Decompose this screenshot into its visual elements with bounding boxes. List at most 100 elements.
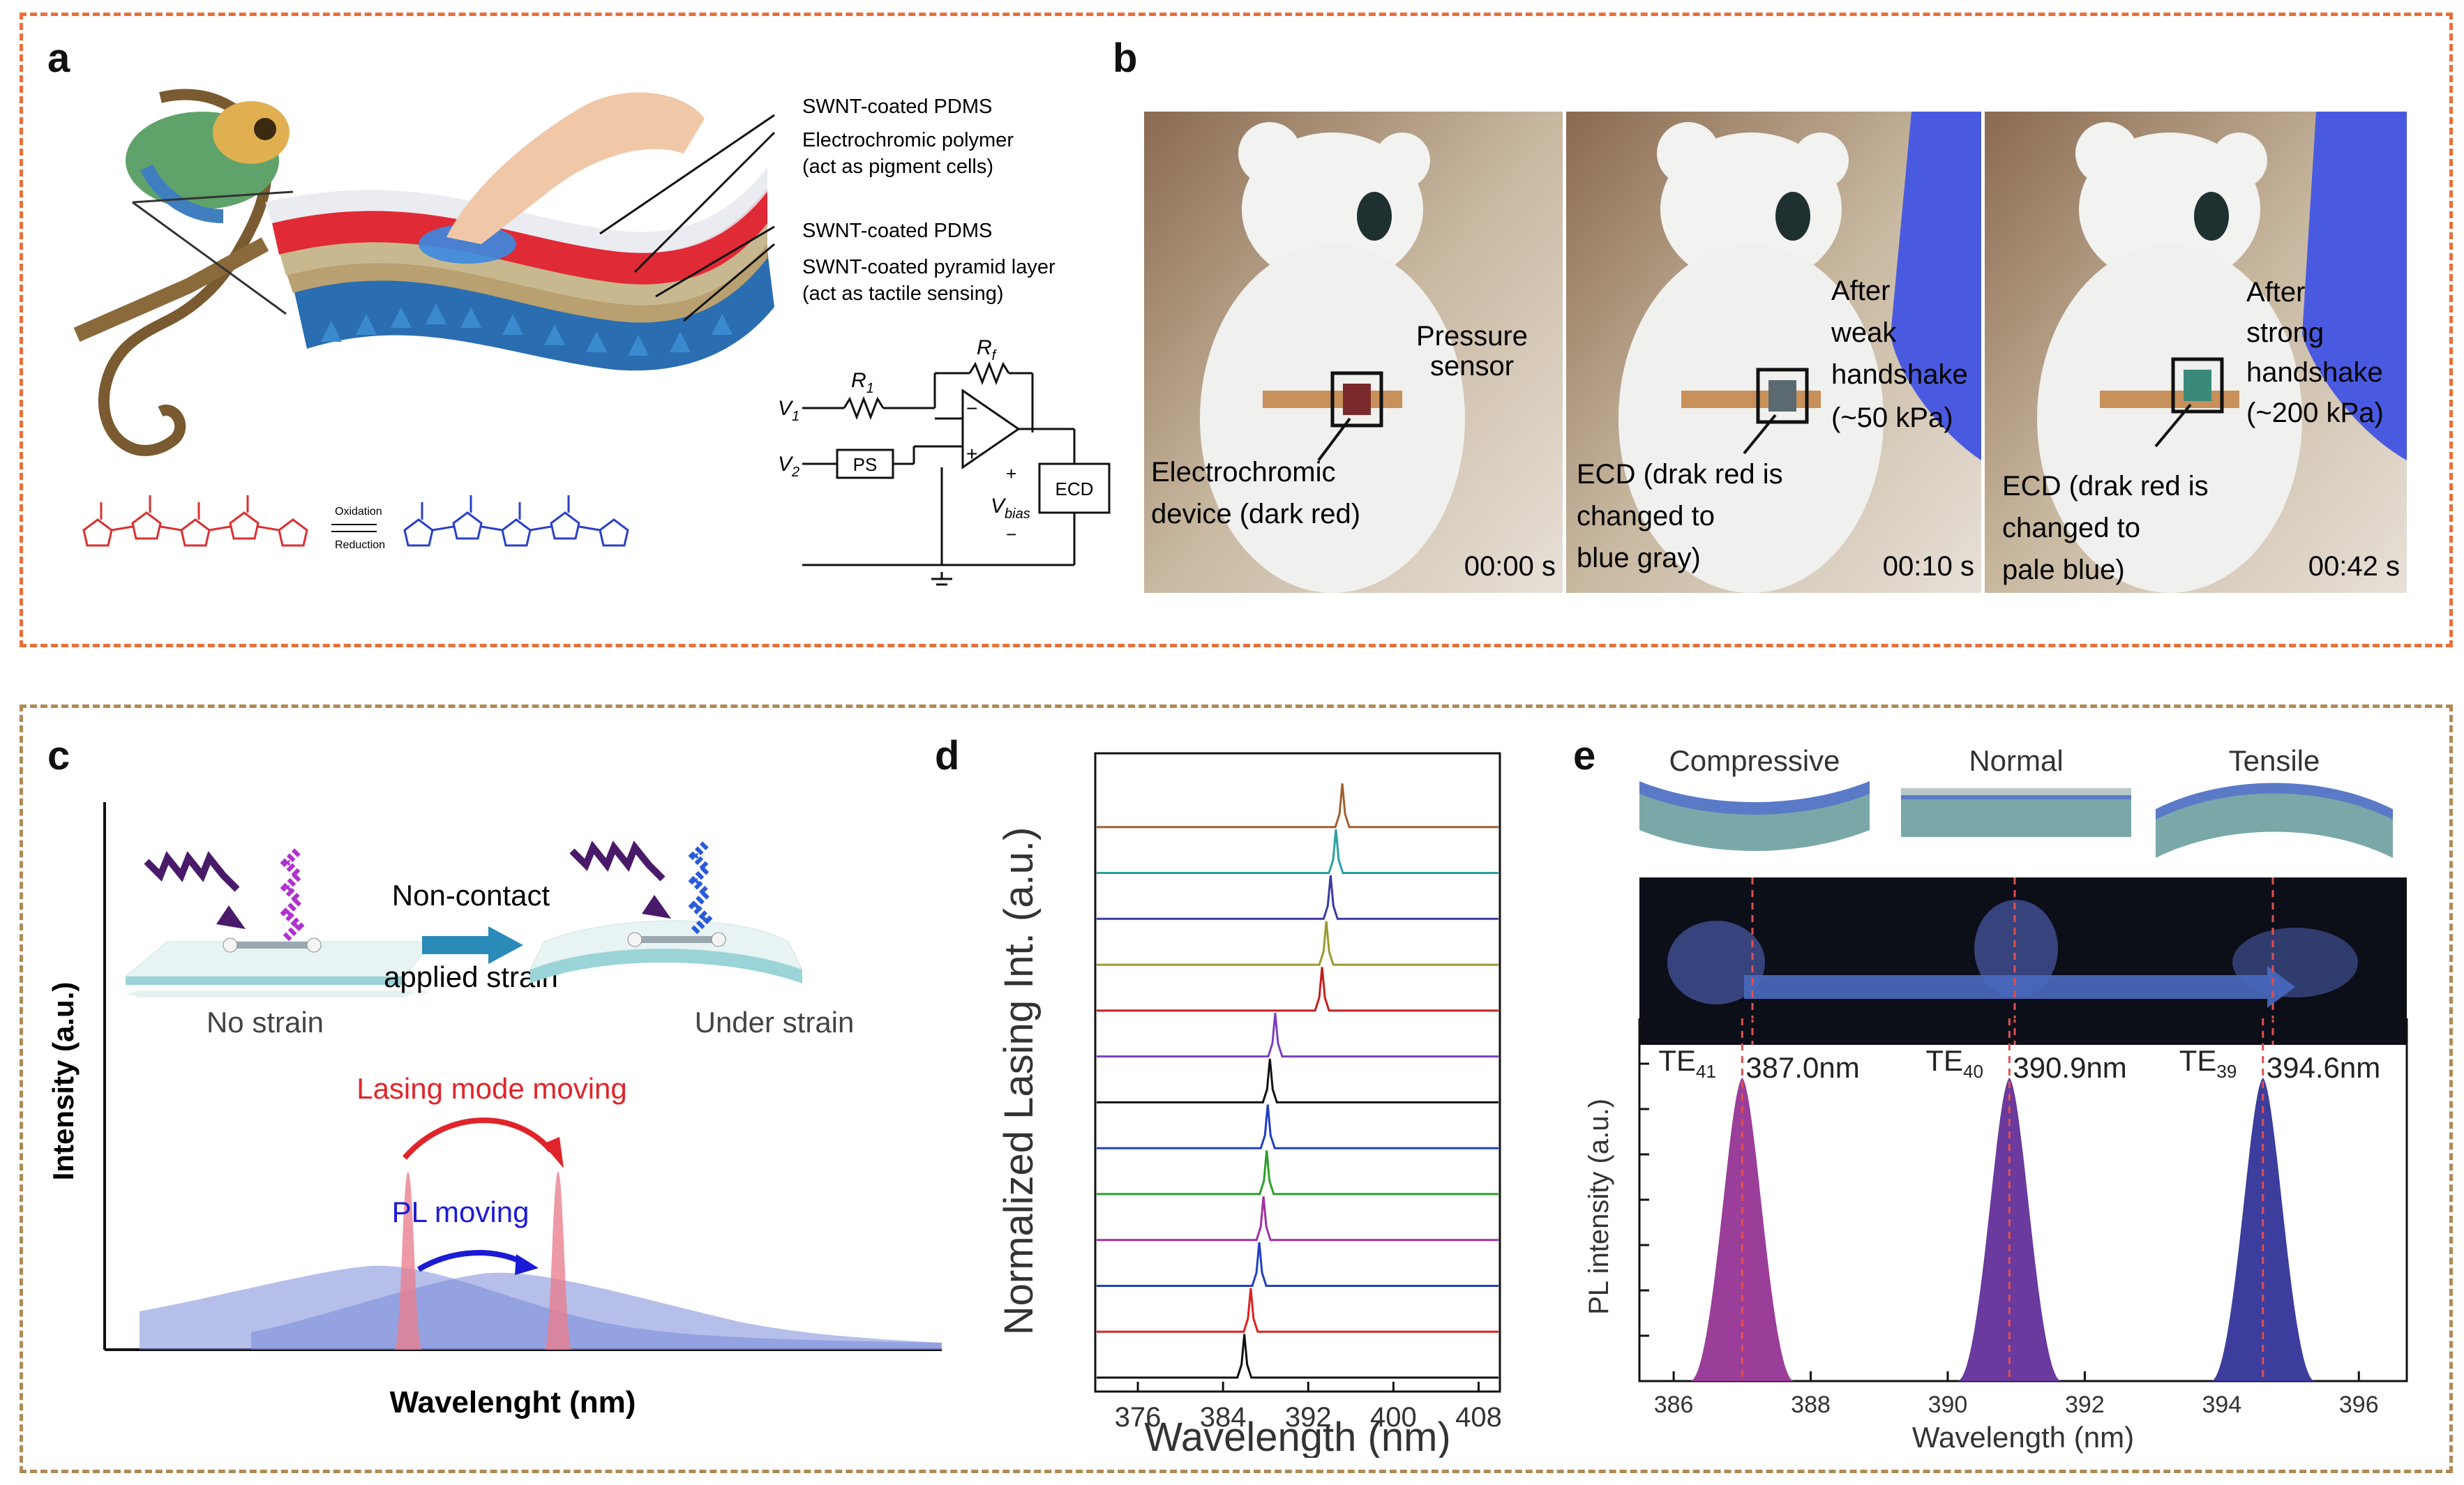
frame3-label-4: (~200 kPa): [2246, 398, 2384, 428]
frame1-sensor-label: sensor: [1430, 351, 1514, 382]
frame3-label-1: After: [2246, 277, 2305, 308]
c-x-label: Wavelenght (nm): [390, 1385, 636, 1419]
pl-band-right: [251, 1272, 942, 1350]
panel-b-photo-series: Pressure sensor Electrochromic device (d…: [1144, 112, 2407, 593]
e-x-tick-label: 392: [2065, 1392, 2105, 1418]
d-series-line: [1097, 921, 1498, 966]
e-peak: [1690, 1078, 1795, 1381]
chem-structure-blue: [403, 495, 629, 547]
lasing-moving-label: Lasing mode moving: [356, 1072, 627, 1105]
layer-label-3: (act as pigment cells): [802, 156, 993, 178]
opamp-plus: +: [966, 443, 977, 465]
compressive-slab: [1639, 781, 1870, 851]
frame3-caption-2: changed to: [2002, 513, 2140, 543]
r1-label: R1: [851, 369, 874, 396]
circuit-diagram: [802, 361, 1111, 586]
c-y-label: Intensity (a.u.): [47, 982, 80, 1181]
d-x-tick-label: 400: [1370, 1402, 1417, 1433]
e-mode-label: TE40: [1925, 1044, 1983, 1082]
layer-label-1: SWNT-coated PDMS: [802, 96, 992, 118]
frame2-caption-2: changed to: [1577, 501, 1715, 532]
normal-slab: [1901, 788, 2131, 837]
lasing-peak-right: [544, 1172, 572, 1350]
arrow-bottom-label: applied strain: [384, 960, 558, 993]
panel-e-illustration: Compressive Normal Tensile: [1639, 744, 2407, 1045]
no-strain-caption: No strain: [206, 1006, 324, 1039]
d-plot-frame: [1094, 752, 1501, 1393]
frame2-label-4: (~50 kPa): [1831, 402, 1953, 433]
layered-device-illustration: [265, 92, 774, 371]
frame3-label-2: strong: [2246, 317, 2324, 348]
ecd-patch-1: [1343, 384, 1371, 415]
e-peak: [2210, 1078, 2315, 1381]
d-series-line: [1097, 829, 1498, 875]
chem-structure-red: [82, 495, 308, 547]
frame3-caption-3: pale blue): [2002, 555, 2125, 585]
d-series-line: [1097, 1150, 1498, 1196]
e-mode-label: TE41: [1658, 1044, 1716, 1082]
oxidation-label: Oxidation: [335, 506, 382, 518]
d-x-label: Wavelength (nm): [1144, 1415, 1450, 1458]
arrow-top-label: Non-contact: [392, 879, 550, 912]
no-strain-device: [124, 847, 434, 997]
e-x-tick-label: 386: [1654, 1392, 1694, 1418]
e-mode-value: 394.6nm: [2267, 1051, 2380, 1084]
bottom-panel-frame: [20, 704, 2453, 1473]
d-x-tick-label: 376: [1115, 1402, 1162, 1433]
layer-label-2: Electrochromic polymer: [802, 129, 1014, 151]
strain-arrow: [422, 926, 523, 964]
d-series-line: [1097, 1012, 1498, 1058]
state-tensile: Tensile: [2229, 744, 2320, 777]
panel-d-chart: Normalized Lasing Int. (a.u.) Wavelength…: [996, 752, 1502, 1458]
frame2-caption-3: blue gray): [1577, 543, 1701, 573]
layer-label-4: SWNT-coated PDMS: [802, 220, 992, 242]
d-series-line: [1097, 1058, 1498, 1103]
vbias-plus: +: [1006, 463, 1016, 484]
photo-frame-1: [1144, 112, 1563, 593]
d-x-tick-label: 384: [1200, 1402, 1247, 1433]
frame1-caption-2: device (dark red): [1151, 499, 1360, 529]
photo-frame-3: [1985, 112, 2407, 593]
frame2-label-3: handshake: [1831, 359, 1968, 390]
e-mode-label: TE39: [2179, 1044, 2237, 1082]
e-x-label: Wavelength (nm): [1912, 1421, 2134, 1454]
vbias-label: Vbias: [991, 495, 1030, 522]
d-series-line: [1097, 1242, 1498, 1287]
lasing-peak-left: [394, 1172, 422, 1350]
tensile-slab: [2156, 783, 2393, 858]
state-compressive: Compressive: [1669, 744, 1840, 777]
v1-label: V1: [778, 397, 799, 424]
d-series-line: [1097, 1288, 1498, 1333]
frame1-caption-1: Electrochromic: [1151, 457, 1336, 488]
e-x-tick-label: 396: [2339, 1392, 2379, 1418]
frame2-label-2: weak: [1831, 317, 1897, 348]
ecd-patch-3: [2184, 370, 2211, 401]
d-series-line: [1097, 967, 1498, 1012]
layer-label-5: SWNT-coated pyramid layer: [802, 256, 1056, 278]
d-y-label: Normalized Lasing Int. (a.u.): [996, 827, 1042, 1336]
d-series-line: [1097, 1104, 1498, 1149]
frame1-time: 00:00 s: [1464, 551, 1556, 582]
e-x-tick-label: 390: [1928, 1392, 1968, 1418]
frame3-label-3: handshake: [2246, 357, 2383, 388]
e-peak: [1957, 1078, 2062, 1381]
d-x-tick-label: 392: [1285, 1402, 1332, 1433]
panel-a-label: a: [47, 36, 70, 81]
ps-label: PS: [853, 454, 878, 475]
frame3-time: 00:42 s: [2308, 551, 2400, 582]
layer-leader-arrows: [599, 114, 776, 322]
panel-e-label: e: [1573, 733, 1596, 778]
lasing-move-arrow: [402, 1117, 554, 1160]
panel-c-schematic: Intensity (a.u.) Wavelenght (nm) Non-con…: [47, 802, 942, 1419]
reduction-label: Reduction: [335, 539, 385, 551]
panel-a-figure: SWNT-coated PDMS Electrochromic polymer …: [73, 89, 1111, 586]
opamp-minus: −: [966, 398, 977, 419]
photo-frame-2: [1566, 112, 1981, 593]
e-mode-value: 390.9nm: [2013, 1051, 2126, 1084]
e-x-tick-label: 388: [1791, 1392, 1831, 1418]
under-strain-device: [529, 840, 804, 983]
shift-arrow: [1744, 966, 2295, 1008]
state-normal: Normal: [1969, 744, 2063, 777]
d-series-line: [1097, 1334, 1498, 1379]
